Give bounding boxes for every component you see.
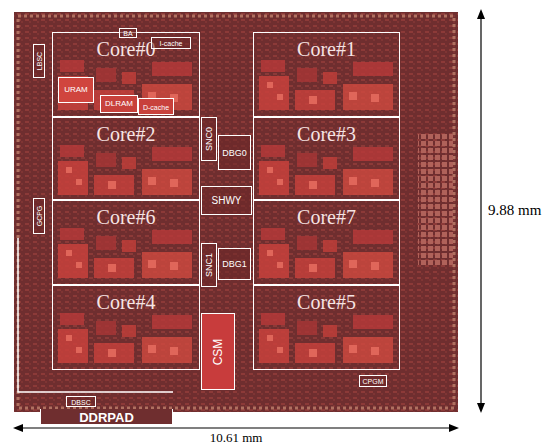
block-label: DBG0 bbox=[222, 148, 247, 157]
circuit-block: BA bbox=[119, 28, 137, 38]
core-block: Core#1 bbox=[253, 32, 400, 117]
core-label: Core#6 bbox=[97, 207, 156, 227]
circuit-block: URAM bbox=[58, 77, 94, 103]
core-circuit bbox=[58, 313, 192, 363]
circuit-block: CPGM bbox=[359, 375, 387, 387]
circuit-block: SNC1 bbox=[201, 243, 217, 287]
core-label: Core#0 bbox=[97, 39, 156, 59]
core-label: Core#2 bbox=[97, 124, 156, 144]
circuit-block: CSM bbox=[201, 313, 235, 390]
core-label: Core#3 bbox=[297, 124, 356, 144]
core-label: Core#7 bbox=[297, 207, 356, 227]
circuit-block: LBSC bbox=[33, 44, 45, 78]
block-label: DLRAM bbox=[105, 100, 133, 108]
dimension-label: 10.61 mm bbox=[208, 431, 265, 444]
block-label: D-cache bbox=[143, 103, 169, 110]
block-label: SNC0 bbox=[205, 127, 214, 151]
ddrpad-outline bbox=[18, 238, 173, 392]
block-label: CSM bbox=[212, 338, 224, 365]
block-label: DBSC bbox=[71, 398, 90, 405]
circuit-block: DBSC bbox=[66, 396, 96, 407]
circuit-block: GCPG bbox=[33, 198, 45, 234]
block-label: URAM bbox=[64, 86, 88, 94]
pad-ring bbox=[18, 16, 454, 408]
block-label: GCPG bbox=[36, 206, 43, 227]
core-label: Core#5 bbox=[297, 292, 356, 312]
circuit-block: SHWY bbox=[201, 186, 252, 215]
block-label: BA bbox=[123, 30, 132, 37]
core-block: Core#2 bbox=[52, 117, 200, 200]
circuit-block: DBG1 bbox=[218, 248, 251, 280]
core-label: Core#1 bbox=[297, 39, 356, 59]
block-label: I-cache bbox=[160, 40, 183, 47]
circuit-block: SNC0 bbox=[201, 117, 217, 161]
dimension-arrows bbox=[13, 9, 485, 432]
die-body bbox=[14, 12, 458, 412]
core-circuit bbox=[58, 228, 192, 278]
circuit-block: I-cache bbox=[151, 37, 191, 49]
pad-array bbox=[418, 132, 453, 265]
core-circuit bbox=[259, 145, 393, 195]
block-label: DBG1 bbox=[222, 260, 247, 269]
pad-region: DDRPAD bbox=[40, 409, 173, 425]
block-label: LBSC bbox=[36, 52, 43, 70]
circuit-block: D-cache bbox=[138, 98, 174, 115]
core-block: Core#5 bbox=[253, 285, 400, 370]
core-circuit bbox=[259, 60, 393, 110]
core-circuit bbox=[259, 313, 393, 363]
core-label: Core#4 bbox=[97, 292, 156, 312]
core-block: Core#7 bbox=[253, 200, 400, 285]
core-circuit bbox=[259, 228, 393, 278]
core-block: Core#0 BA I-cacheURAM DLRAM D-cache bbox=[52, 32, 200, 117]
core-block: Core#3 bbox=[253, 117, 400, 200]
block-label: SNC1 bbox=[205, 253, 214, 277]
core-circuit bbox=[58, 145, 192, 195]
dimension-label: 9.88 mm bbox=[486, 203, 543, 218]
core-block: Core#4 bbox=[52, 285, 200, 370]
core-block: Core#6 bbox=[52, 200, 200, 285]
circuit-block: DBG0 bbox=[218, 135, 251, 170]
block-label: CPGM bbox=[363, 378, 384, 385]
block-label: DDRPAD bbox=[79, 410, 134, 423]
circuit-block: DLRAM bbox=[100, 95, 138, 113]
block-label: SHWY bbox=[212, 196, 242, 206]
